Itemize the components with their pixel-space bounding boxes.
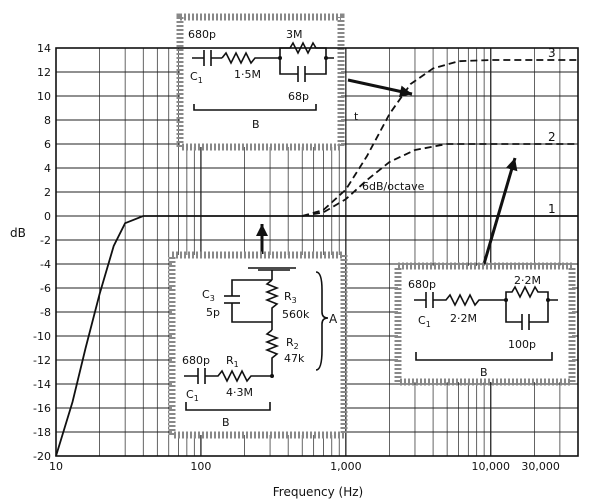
y-tick-label: -14: [33, 378, 51, 391]
a-label: A: [329, 312, 338, 326]
r3-name: R3: [284, 290, 297, 305]
c3-name: C3: [202, 288, 215, 303]
y-tick-label: -18: [33, 426, 51, 439]
pointer-arrows: [256, 78, 518, 265]
right-b-label: B: [480, 366, 488, 379]
arrow-top-inset-head: [398, 85, 412, 98]
x-axis-label: Frequency (Hz): [273, 485, 364, 499]
x-tick-labels: 10 100 1,000 10,000 30,000: [49, 460, 560, 473]
y-tick-label: 12: [37, 66, 51, 79]
series-label-1: 1: [548, 202, 556, 216]
r2-value: 47k: [284, 352, 305, 365]
right-c1-name: C1: [418, 314, 431, 329]
right-r-parallel-value: 2·2M: [514, 274, 541, 287]
y-tick-label: -20: [33, 450, 51, 463]
y-tick-label: -16: [33, 402, 51, 415]
x-tick-label: 10: [49, 460, 63, 473]
x-tick-label: 10,000: [472, 460, 511, 473]
y-tick-label: 8: [44, 114, 51, 127]
y-tick-label: 10: [37, 90, 51, 103]
y-tick-label: 6: [44, 138, 51, 151]
top-c1-value: 680p: [188, 28, 216, 41]
x-tick-label: 1,000: [330, 460, 362, 473]
middle-b-label: B: [222, 416, 230, 429]
top-c-parallel-value: 68p: [288, 90, 309, 103]
x-tick-label: 30,000: [521, 460, 560, 473]
y-tick-label: -2: [40, 234, 51, 247]
arrow-middle-inset-head: [256, 224, 268, 236]
y-axis-label: dB: [10, 226, 26, 240]
y-tick-label: -12: [33, 354, 51, 367]
r1-value: 4·3M: [226, 386, 253, 399]
inset-top-frame: [176, 13, 345, 151]
inset-right-frame: [394, 262, 576, 386]
x-tick-label: 100: [190, 460, 211, 473]
plot-frame: [55, 47, 579, 457]
arrow-right-inset: [482, 157, 517, 265]
r2-name: R2: [286, 336, 299, 351]
right-c-parallel-value: 100p: [508, 338, 536, 351]
y-tick-label: 2: [44, 186, 51, 199]
arrow-right-inset-head: [505, 158, 518, 172]
y-tick-labels: 14 12 10 8 6 4 2 0 -2 -4 -6 -8 -10 -12 -14 -16 -18 -20: [33, 42, 51, 463]
inset-top-circuit: 680p C1 1·5M 3M 68p B: [176, 13, 345, 151]
y-tick-label: 14: [37, 42, 51, 55]
top-c1-name: C1: [190, 70, 203, 85]
y-tick-label: -10: [33, 330, 51, 343]
r3-value: 560k: [282, 308, 310, 321]
r1-name: R1: [226, 354, 239, 369]
middle-c1-value: 680p: [182, 354, 210, 367]
top-b-label: B: [252, 118, 260, 131]
series-curves: [55, 59, 578, 457]
right-c1-value: 680p: [408, 278, 436, 291]
y-tick-label: -8: [40, 306, 51, 319]
y-tick-label: 0: [44, 210, 51, 223]
inset-middle-circuit: C3 5p R3 560k R2 47k A 680p R1 4·3M C1 B: [168, 251, 348, 439]
y-tick-label: 4: [44, 162, 51, 175]
series-label-2: 2: [548, 130, 556, 144]
series-line-2: [302, 143, 578, 217]
middle-c1-name: C1: [186, 388, 199, 403]
inset-right-circuit: 680p C1 2·2M 2·2M 100p B: [394, 262, 576, 386]
slope-annotation: 6dB/octave: [362, 180, 425, 193]
series-label-3: 3: [548, 46, 556, 60]
inset-middle-frame: [168, 251, 348, 439]
y-tick-label: -6: [40, 282, 51, 295]
c3-value: 5p: [206, 306, 220, 319]
y-tick-label: -4: [40, 258, 51, 271]
right-r-series-value: 2·2M: [450, 312, 477, 325]
series-line-1: [55, 215, 578, 457]
curve-marker-annotation: t: [354, 110, 359, 123]
top-r-series-value: 1·5M: [234, 68, 261, 81]
series-labels: 1 2 3: [548, 46, 556, 216]
series-line-3: [301, 59, 578, 217]
top-r-parallel-value: 3M: [286, 28, 303, 41]
